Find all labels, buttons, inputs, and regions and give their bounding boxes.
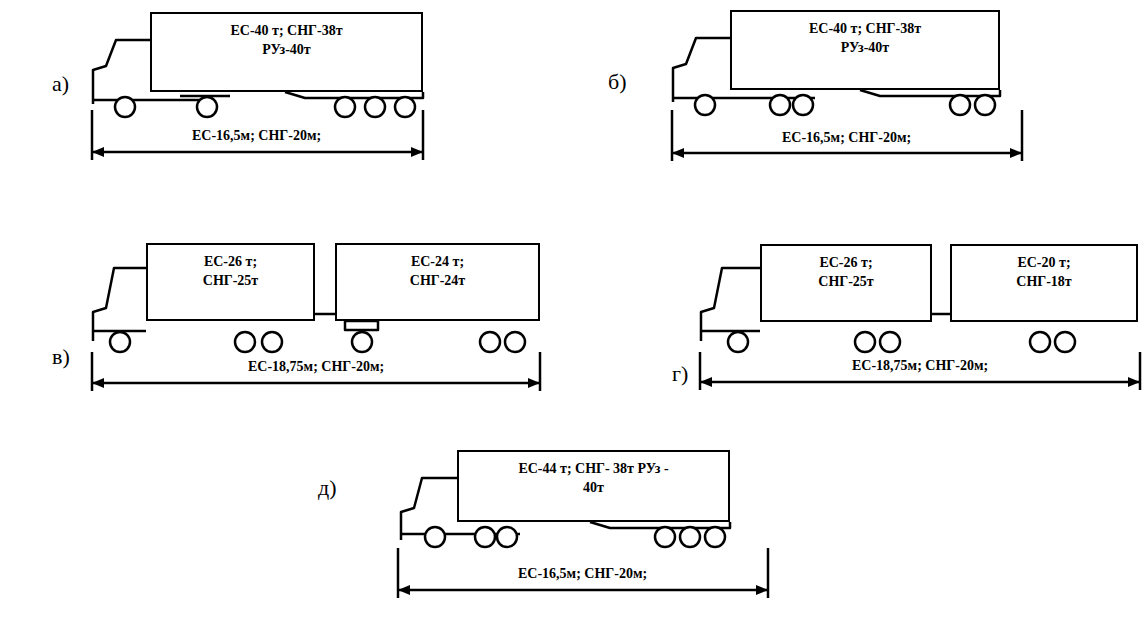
- dimension-line: [93, 151, 422, 154]
- wheel: [950, 95, 970, 115]
- drawbar: [315, 313, 335, 316]
- wheel: [793, 95, 813, 115]
- wheel: [110, 332, 130, 352]
- dimension-text: ЕС-18,75м; СНГ-20м;: [246, 359, 386, 375]
- chassis: [93, 99, 205, 102]
- wheel: [1055, 332, 1075, 352]
- dimension-tick: [671, 110, 674, 161]
- load-limit-text: ЕС-40 т; СНГ-38т РУз-40т: [785, 20, 945, 58]
- dimension-line: [93, 382, 539, 385]
- load-limit-text: ЕС-44 т; СНГ- 38т РУз - 40т: [509, 460, 679, 498]
- wheel: [480, 332, 500, 352]
- dimension-tick: [1021, 110, 1024, 161]
- wheel: [335, 97, 355, 117]
- dimension-line: [701, 381, 1139, 384]
- variant-letter: а): [52, 72, 69, 96]
- dimension-tick: [91, 110, 94, 160]
- cargo-body: ЕС-26 т; СНГ-25т: [760, 244, 932, 322]
- wheel: [235, 332, 255, 352]
- wheel: [262, 332, 282, 352]
- load-limit-text: ЕС-26 т; СНГ-25т: [186, 253, 276, 291]
- chassis: [701, 330, 760, 333]
- wheel: [770, 95, 790, 115]
- dimension-tick: [539, 352, 542, 391]
- variant-letter: в): [52, 345, 70, 369]
- wheel: [728, 332, 748, 352]
- dimension-tick: [422, 110, 425, 160]
- dimension-text: ЕС-18,75м; СНГ-20м;: [850, 358, 990, 374]
- variant-letter: б): [608, 70, 627, 94]
- dimension-tick: [1139, 352, 1142, 390]
- dimension-line: [673, 152, 1021, 155]
- wheel: [425, 527, 445, 547]
- dimension-tick: [767, 548, 770, 598]
- variant-letter: г): [672, 362, 688, 386]
- drawbar: [932, 313, 950, 316]
- load-limit-text: ЕС-26 т; СНГ-25т: [801, 254, 891, 292]
- wheel: [695, 95, 715, 115]
- dimension-text: ЕС-16,5м; СНГ-20м;: [780, 130, 913, 146]
- cargo-body: ЕС-20 т; СНГ-18т: [950, 244, 1138, 322]
- load-limit-text: ЕС-20 т; СНГ-18т: [999, 254, 1089, 292]
- wheel: [475, 527, 495, 547]
- dimension-text: ЕС-16,5м; СНГ-20м;: [190, 128, 323, 144]
- wheel: [855, 332, 875, 352]
- cargo-body: ЕС-44 т; СНГ- 38т РУз - 40т: [457, 450, 730, 522]
- dimension-tick: [91, 352, 94, 391]
- dimension-line: [399, 589, 767, 592]
- wheel: [497, 527, 517, 547]
- cargo-body: ЕС-40 т; СНГ-38т РУз-40т: [150, 12, 423, 92]
- wheel: [365, 97, 385, 117]
- cab-outline: [93, 268, 146, 341]
- cargo-body: ЕС-40 т; СНГ-38т РУз-40т: [730, 10, 1000, 90]
- wheel: [680, 527, 700, 547]
- trailer-frame: [860, 90, 1000, 96]
- cab-outline: [701, 268, 760, 341]
- dimension-tick: [397, 548, 400, 598]
- dimension-text: ЕС-16,5м; СНГ-20м;: [516, 566, 649, 582]
- wheel: [352, 332, 372, 352]
- wheel: [655, 527, 675, 547]
- cab-outline: [673, 38, 730, 102]
- wheel: [505, 332, 525, 352]
- load-limit-text: ЕС-24 т; СНГ-24т: [393, 253, 483, 291]
- wheel: [1030, 332, 1050, 352]
- variant-letter: д): [318, 476, 337, 500]
- wheel: [880, 332, 900, 352]
- cab-outline: [93, 40, 150, 104]
- wheel: [115, 97, 135, 117]
- wheel: [395, 97, 415, 117]
- cargo-body: ЕС-24 т; СНГ-24т: [335, 243, 540, 321]
- wheel: [705, 527, 725, 547]
- wheel: [197, 97, 217, 117]
- dimension-tick: [699, 352, 702, 390]
- load-limit-text: ЕС-40 т; СНГ-38т РУз-40т: [207, 22, 367, 60]
- wheel: [975, 95, 995, 115]
- dolly: [345, 321, 378, 330]
- cargo-body: ЕС-26 т; СНГ-25т: [146, 243, 315, 321]
